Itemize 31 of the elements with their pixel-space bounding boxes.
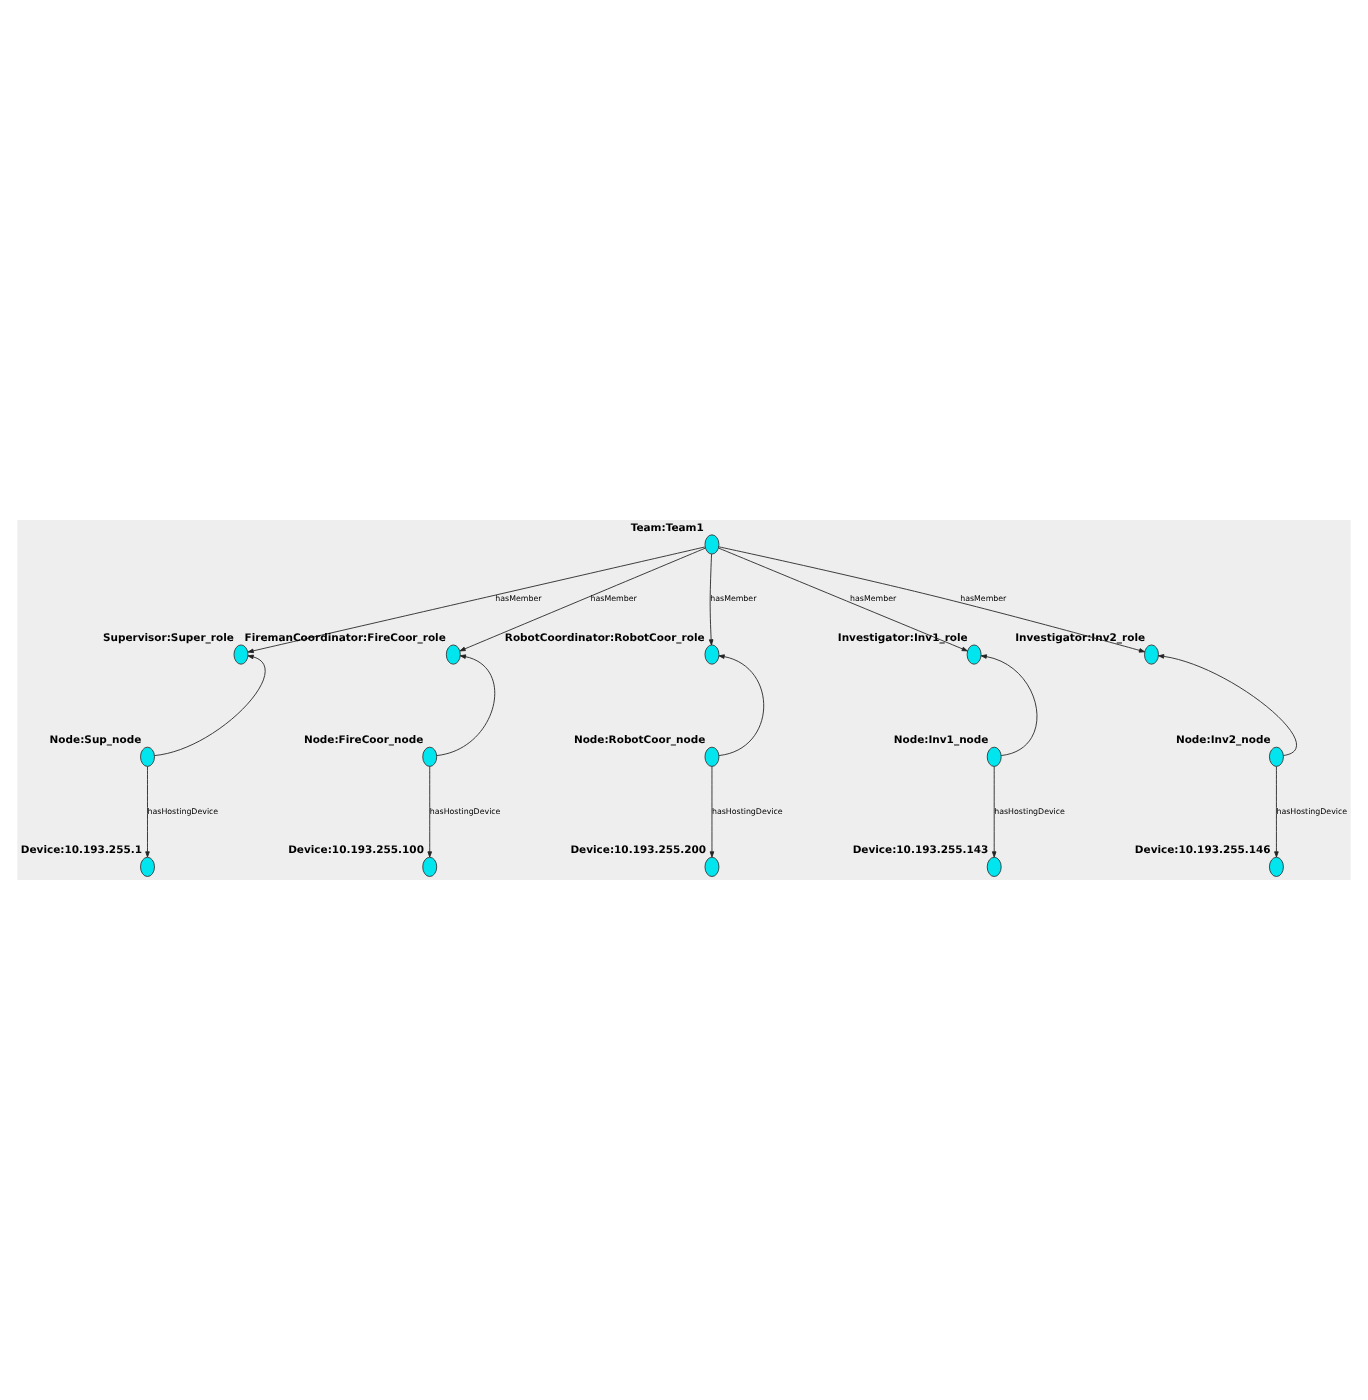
arrow bbox=[980, 654, 1038, 756]
arrow bbox=[427, 766, 432, 858]
node-circle bbox=[704, 644, 720, 665]
arrow bbox=[991, 766, 997, 858]
node-circle bbox=[422, 746, 438, 767]
arrow bbox=[718, 654, 765, 756]
arrow bbox=[709, 766, 715, 858]
arrow bbox=[154, 654, 266, 756]
node-circle bbox=[140, 856, 155, 877]
node-circle bbox=[704, 746, 720, 767]
arrow bbox=[1158, 654, 1297, 756]
node-circle bbox=[445, 644, 461, 665]
node-circle bbox=[1269, 856, 1284, 877]
arrow bbox=[708, 553, 714, 646]
arrow bbox=[459, 547, 706, 652]
arrow bbox=[718, 546, 1146, 653]
node-circle bbox=[966, 644, 982, 665]
arrow bbox=[718, 547, 968, 652]
arrow bbox=[436, 654, 496, 756]
node-circle bbox=[986, 746, 1002, 767]
arrow bbox=[145, 766, 150, 858]
arrow bbox=[1274, 766, 1279, 858]
node-circle bbox=[1269, 746, 1284, 767]
node-circle bbox=[1144, 644, 1159, 665]
node-circle bbox=[704, 856, 720, 877]
arrow bbox=[247, 546, 706, 654]
node-circle bbox=[422, 856, 438, 877]
node-circle bbox=[233, 644, 249, 665]
node-circle bbox=[986, 856, 1002, 877]
node-circle bbox=[704, 534, 720, 555]
node-circle bbox=[140, 746, 155, 767]
